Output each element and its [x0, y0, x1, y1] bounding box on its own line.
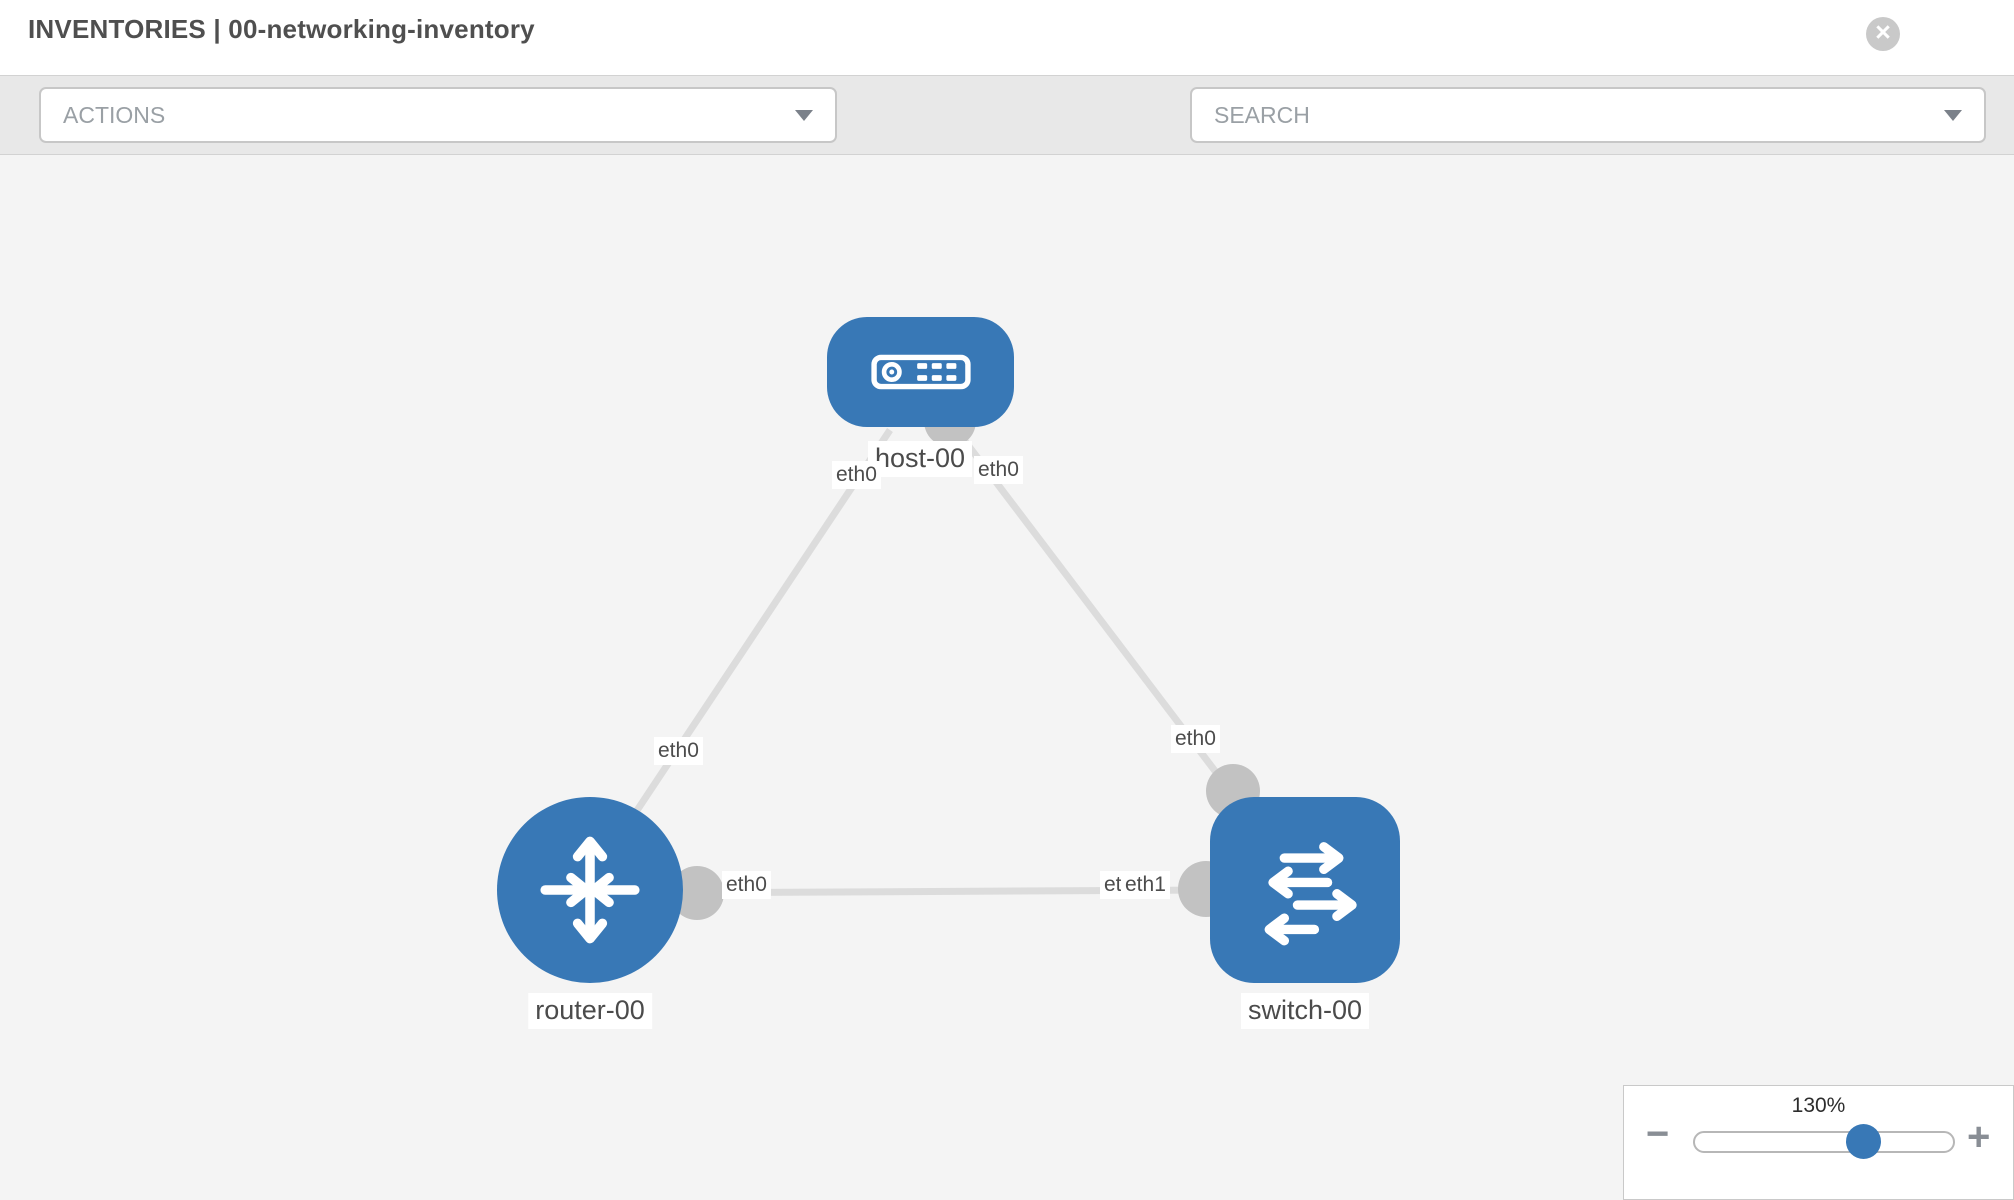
- node-label-host: host-00: [867, 441, 973, 477]
- node-host-00[interactable]: [827, 317, 1014, 427]
- links-layer: [609, 395, 1260, 920]
- node-router-00[interactable]: [497, 797, 683, 983]
- zoom-slider-thumb[interactable]: [1846, 1124, 1881, 1159]
- interface-label-router-top: eth0: [654, 737, 703, 766]
- zoom-slider-track[interactable]: [1693, 1131, 1955, 1153]
- interface-connector-router-right[interactable]: [670, 866, 724, 920]
- interface-label-switch-left: eth1: [1121, 871, 1170, 900]
- actions-dropdown-label: ACTIONS: [63, 101, 166, 128]
- zoom-in-button[interactable]: +: [1967, 1115, 1991, 1159]
- node-label-router: router-00: [528, 993, 652, 1029]
- interface-label-host-right: eth0: [974, 456, 1023, 485]
- close-button[interactable]: ×: [1866, 17, 1900, 51]
- header: INVENTORIES | 00-networking-inventory ×: [0, 0, 2014, 75]
- chevron-down-icon: [795, 109, 813, 121]
- topology-canvas[interactable]: host-00 router-00 switch-00 eth0 eth0 et…: [0, 156, 2014, 1200]
- zoom-control-panel: 130% − +: [1623, 1085, 2014, 1200]
- router-icon: [540, 836, 640, 944]
- node-label-switch: switch-00: [1240, 993, 1370, 1029]
- switch-icon: [1264, 842, 1357, 946]
- search-placeholder: SEARCH: [1214, 101, 1310, 128]
- link-host-router[interactable]: [609, 428, 893, 850]
- actions-dropdown[interactable]: ACTIONS: [39, 87, 837, 143]
- close-icon: ×: [1875, 17, 1891, 47]
- chevron-down-icon: [1944, 109, 1962, 121]
- interface-label-host-left: eth0: [832, 461, 881, 490]
- host-icon: [870, 354, 971, 390]
- search-dropdown[interactable]: SEARCH: [1190, 87, 1986, 143]
- toolbar: ACTIONS SEARCH: [0, 75, 2014, 213]
- node-switch-00[interactable]: [1210, 797, 1400, 983]
- zoom-out-button[interactable]: −: [1646, 1112, 1670, 1156]
- interface-label-switch-top: eth0: [1171, 725, 1220, 754]
- interface-label-router-right: eth0: [722, 871, 771, 900]
- zoom-level-label: 130%: [1791, 1094, 1846, 1117]
- page-title: INVENTORIES | 00-networking-inventory: [28, 14, 535, 44]
